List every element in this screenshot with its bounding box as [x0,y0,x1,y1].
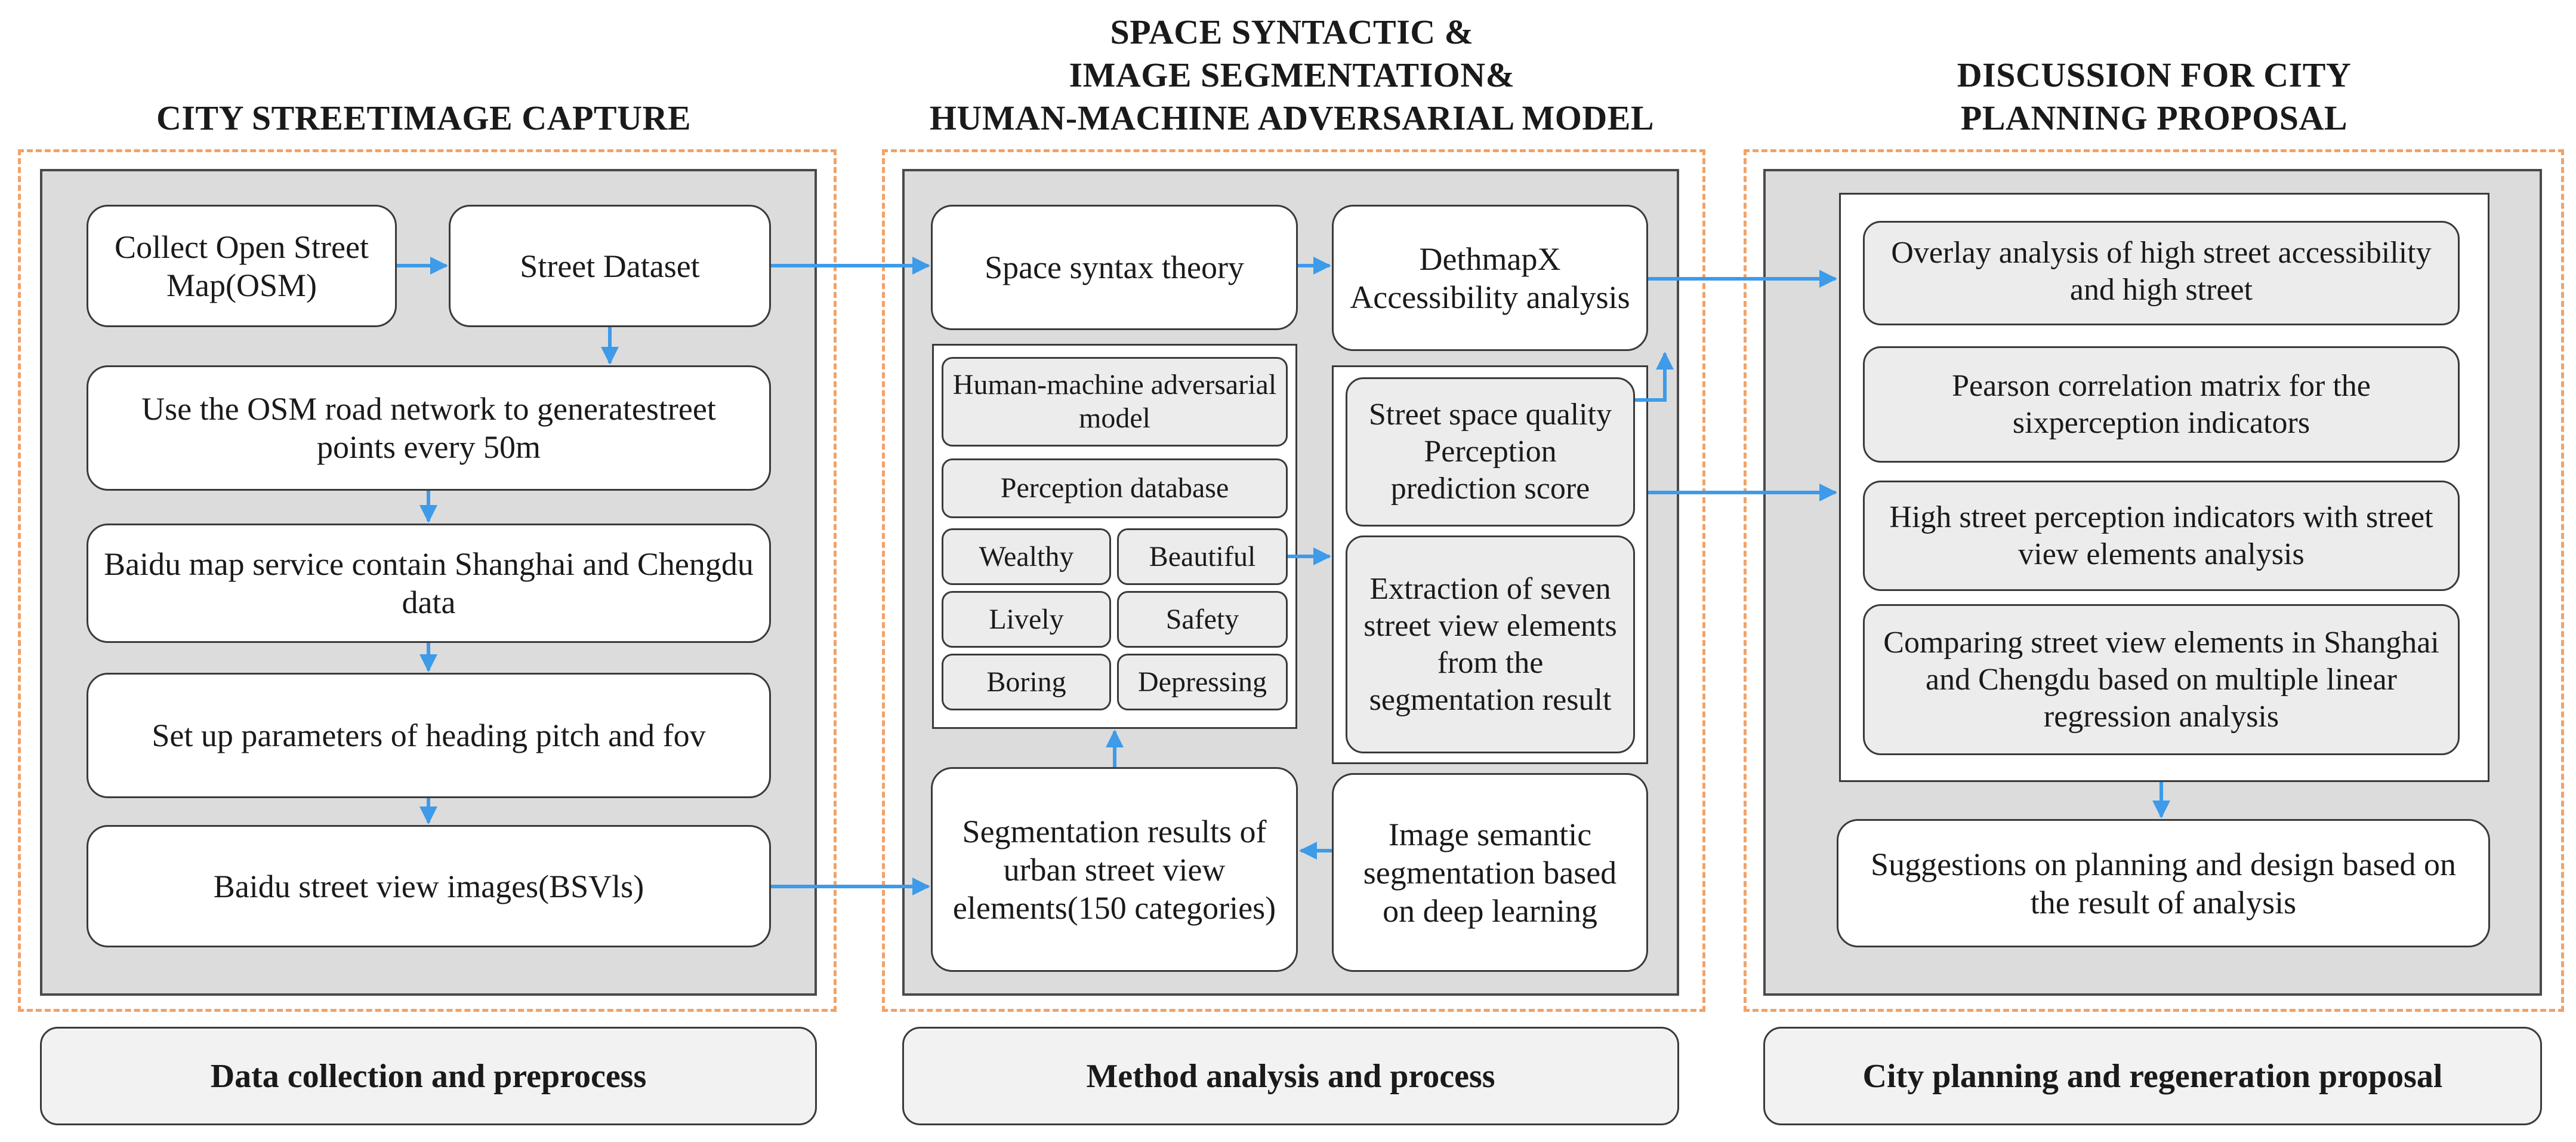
perception-database-box: Perception database [942,458,1288,518]
right-section-frame [1744,149,2564,1012]
footer-method-analysis: Method analysis and process [902,1027,1679,1125]
right-title-line-1: DISCUSSION FOR CITY [1957,56,2352,94]
semantic-segmentation-box: Image semantic segmentation based on dee… [1332,773,1648,972]
street-dataset-box: Street Dataset [449,205,771,327]
indicator-wealthy: Wealthy [942,528,1111,585]
left-section-frame [18,149,837,1012]
footer-planning-proposal: City planning and regeneration proposal [1763,1027,2542,1125]
high-perception-indicators-box: High street perception indicators with s… [1863,481,2460,591]
middle-title-line-3: HUMAN-MACHINE ADVERSARIAL MODEL [929,98,1655,137]
indicator-depressing: Depressing [1117,654,1288,710]
right-section-title: DISCUSSION FOR CITY PLANNING PROPOSAL [1748,54,2560,140]
collect-osm-box: Collect Open Street Map(OSM) [87,205,397,327]
pearson-correlation-box: Pearson correlation matrix for the sixpe… [1863,346,2460,463]
space-syntax-theory-box: Space syntax theory [931,205,1298,330]
indicator-lively: Lively [942,591,1111,648]
middle-section-frame [882,149,1705,1012]
comparing-street-elements-box: Comparing street view elements in Shangh… [1863,604,2460,755]
middle-title-line-2: IMAGE SEGMENTATION& [1069,56,1515,94]
left-section-title: CITY STREETIMAGE CAPTURE [156,98,692,137]
heading-pitch-fov-box: Set up parameters of heading pitch and f… [87,673,771,798]
middle-section-title: SPACE SYNTACTIC & IMAGE SEGMENTATION& HU… [835,11,1748,140]
planning-suggestions-box: Suggestions on planning and design based… [1837,819,2490,947]
depthmap-accessibility-box: DethmapX Accessibility analysis [1332,205,1648,351]
quality-perception-score-box: Street space quality Perception predicti… [1346,377,1635,527]
street-element-extraction-box: Extraction of seven street view elements… [1346,535,1635,753]
segmentation-results-box: Segmentation results of urban street vie… [931,767,1298,972]
osm-street-points-box: Use the OSM road network to generatestre… [87,365,771,491]
footer-data-collection: Data collection and preprocess [40,1027,817,1125]
indicator-safety: Safety [1117,591,1288,648]
arrow-score-to-depthmap [1635,352,1674,402]
right-title-line-2: PLANNING PROPOSAL [1960,98,2348,137]
middle-title-line-1: SPACE SYNTACTIC & [1110,13,1474,51]
indicator-beautiful: Beautiful [1117,528,1288,585]
indicator-boring: Boring [942,654,1111,710]
baidu-map-service-box: Baidu map service contain Shanghai and C… [87,524,771,643]
baidu-street-view-images-box: Baidu street view images(BSVls) [87,825,771,947]
human-machine-model-box: Human-machine adversarial model [942,357,1288,447]
overlay-analysis-box: Overlay analysis of high street accessib… [1863,221,2460,325]
